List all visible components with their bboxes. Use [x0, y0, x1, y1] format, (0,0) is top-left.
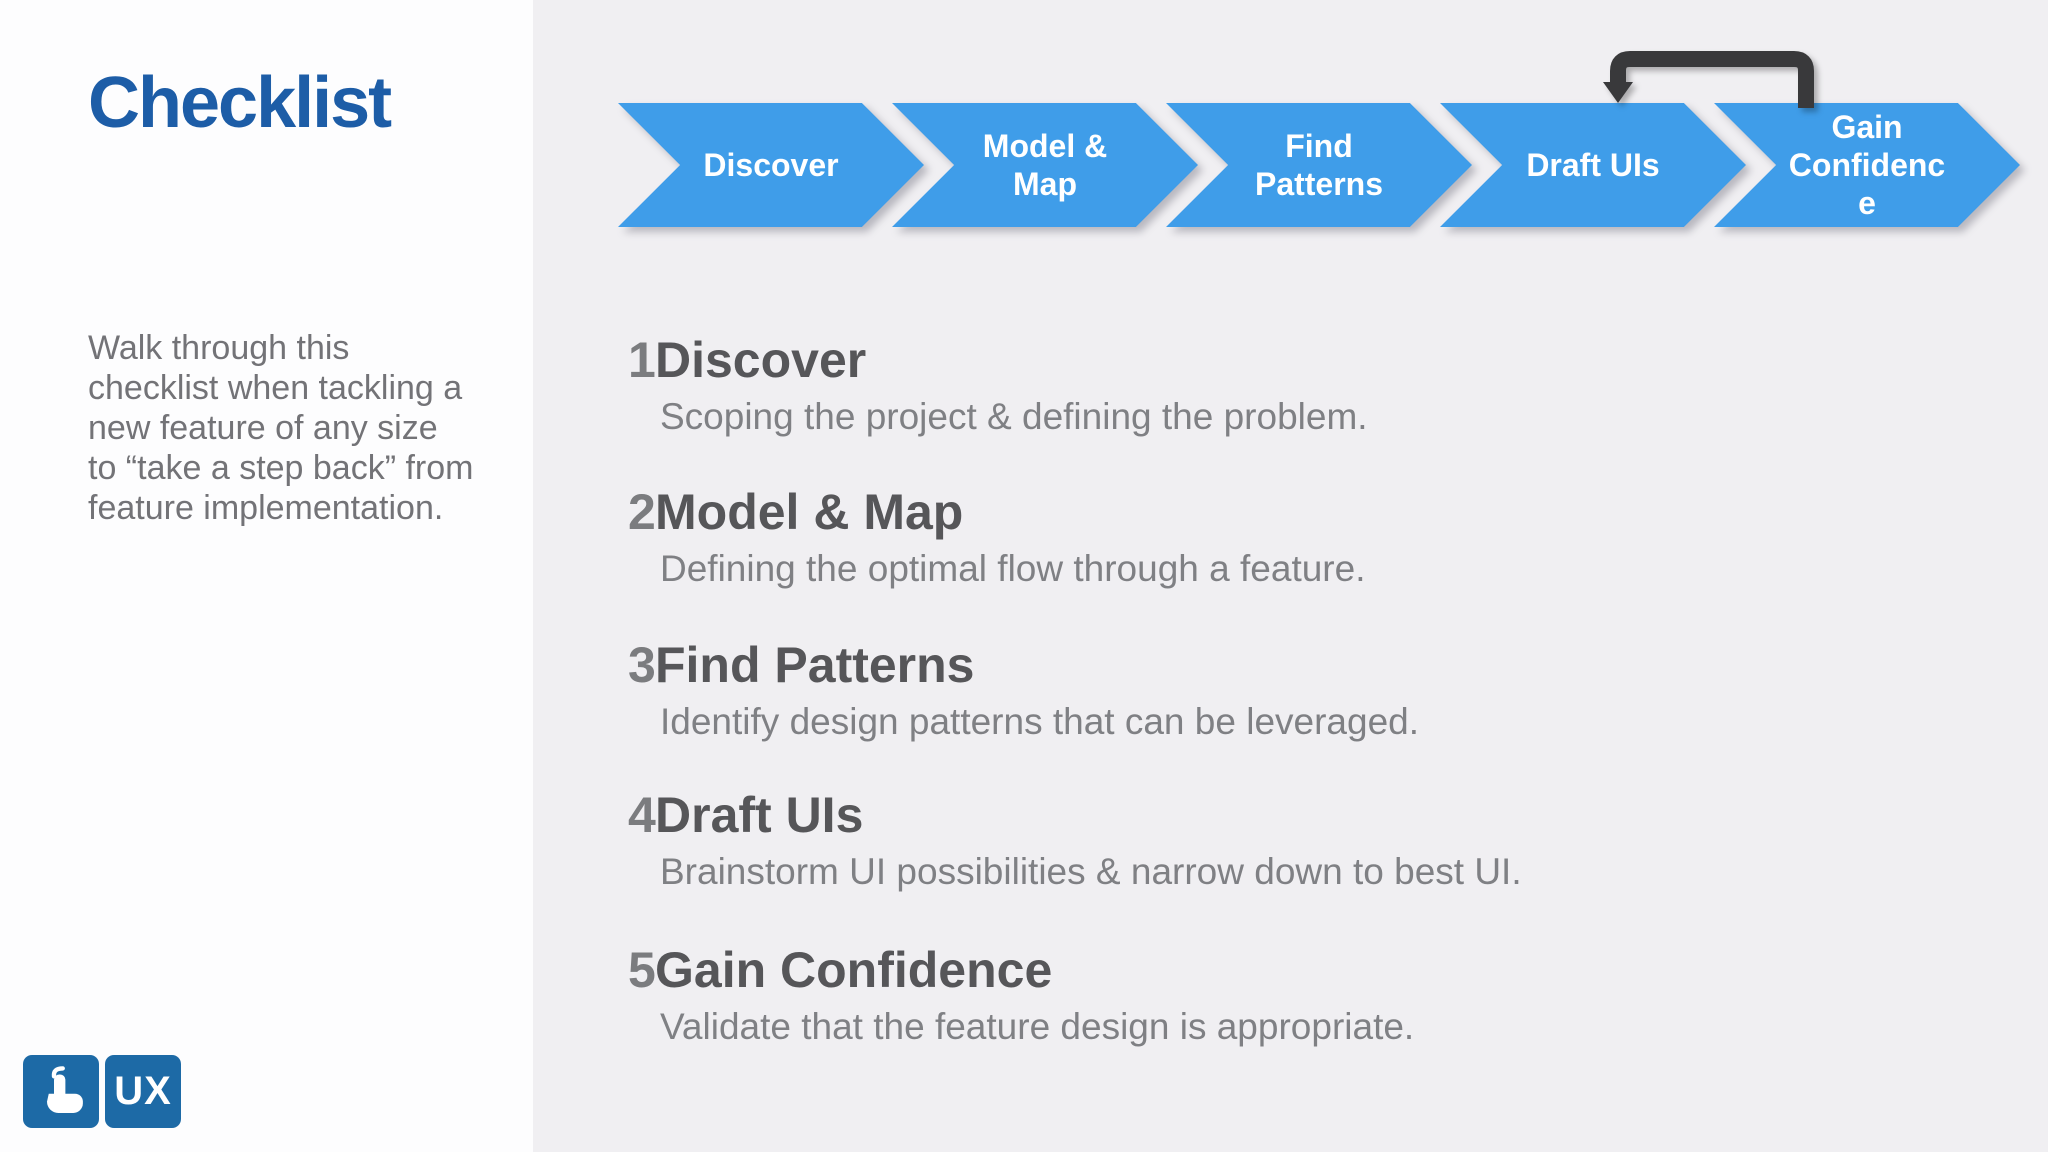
item-number: 3 [628, 637, 656, 693]
chevron-label: Discover [703, 147, 839, 183]
item-number: 5 [628, 942, 656, 998]
loop-back-arrow-icon [1603, 51, 1814, 108]
item-description: Brainstorm UI possibilities & narrow dow… [660, 851, 1522, 892]
page-title: Checklist [88, 63, 392, 143]
process-chevron-draft-uis: Draft UIs [1440, 103, 1746, 227]
item-title: Draft UIs [655, 787, 864, 843]
intro-text: Walk through this checklist when tacklin… [88, 329, 474, 527]
item-number: 4 [628, 787, 656, 843]
process-chevron-model-map: Model & Map [892, 103, 1198, 227]
process-chevron-gain-confidence: Gain Confidenc e [1714, 103, 2020, 227]
item-title: Model & Map [655, 484, 964, 540]
logo: UX [23, 1055, 181, 1128]
item-title: Discover [655, 332, 867, 388]
item-description: Validate that the feature design is appr… [660, 1006, 1415, 1047]
item-title: Find Patterns [655, 637, 975, 693]
process-chevron-discover: Discover [618, 103, 924, 227]
item-number: 2 [628, 484, 656, 540]
chevron-label: Gain Confidenc e [1788, 109, 1946, 221]
checklist-item-3: 3 Find Patterns Identify design patterns… [628, 636, 1928, 745]
item-number: 1 [628, 332, 656, 388]
chevron-label: Find Patterns [1254, 128, 1384, 202]
checklist-item-4: 4 Draft UIs Brainstorm UI possibilities … [628, 786, 1928, 895]
chevron-label: Draft UIs [1526, 147, 1660, 183]
process-chevron-find-patterns: Find Patterns [1166, 103, 1472, 227]
logo-hand-tile [23, 1055, 99, 1128]
logo-ux-label: UX [114, 1069, 172, 1113]
item-description: Defining the optimal flow through a feat… [660, 548, 1366, 589]
checklist-item-5: 5 Gain Confidence Validate that the feat… [628, 941, 1928, 1050]
checklist-item-1: 1 Discover Scoping the project & definin… [628, 331, 1928, 440]
item-description: Identify design patterns that can be lev… [660, 701, 1420, 742]
item-title: Gain Confidence [655, 942, 1053, 998]
chevron-label: Model & Map [982, 128, 1108, 202]
checklist-item-2: 2 Model & Map Defining the optimal flow … [628, 483, 1928, 592]
item-description: Scoping the project & defining the probl… [660, 396, 1368, 437]
logo-ux-tile: UX [105, 1055, 181, 1128]
pointing-hand-icon [47, 1065, 83, 1113]
